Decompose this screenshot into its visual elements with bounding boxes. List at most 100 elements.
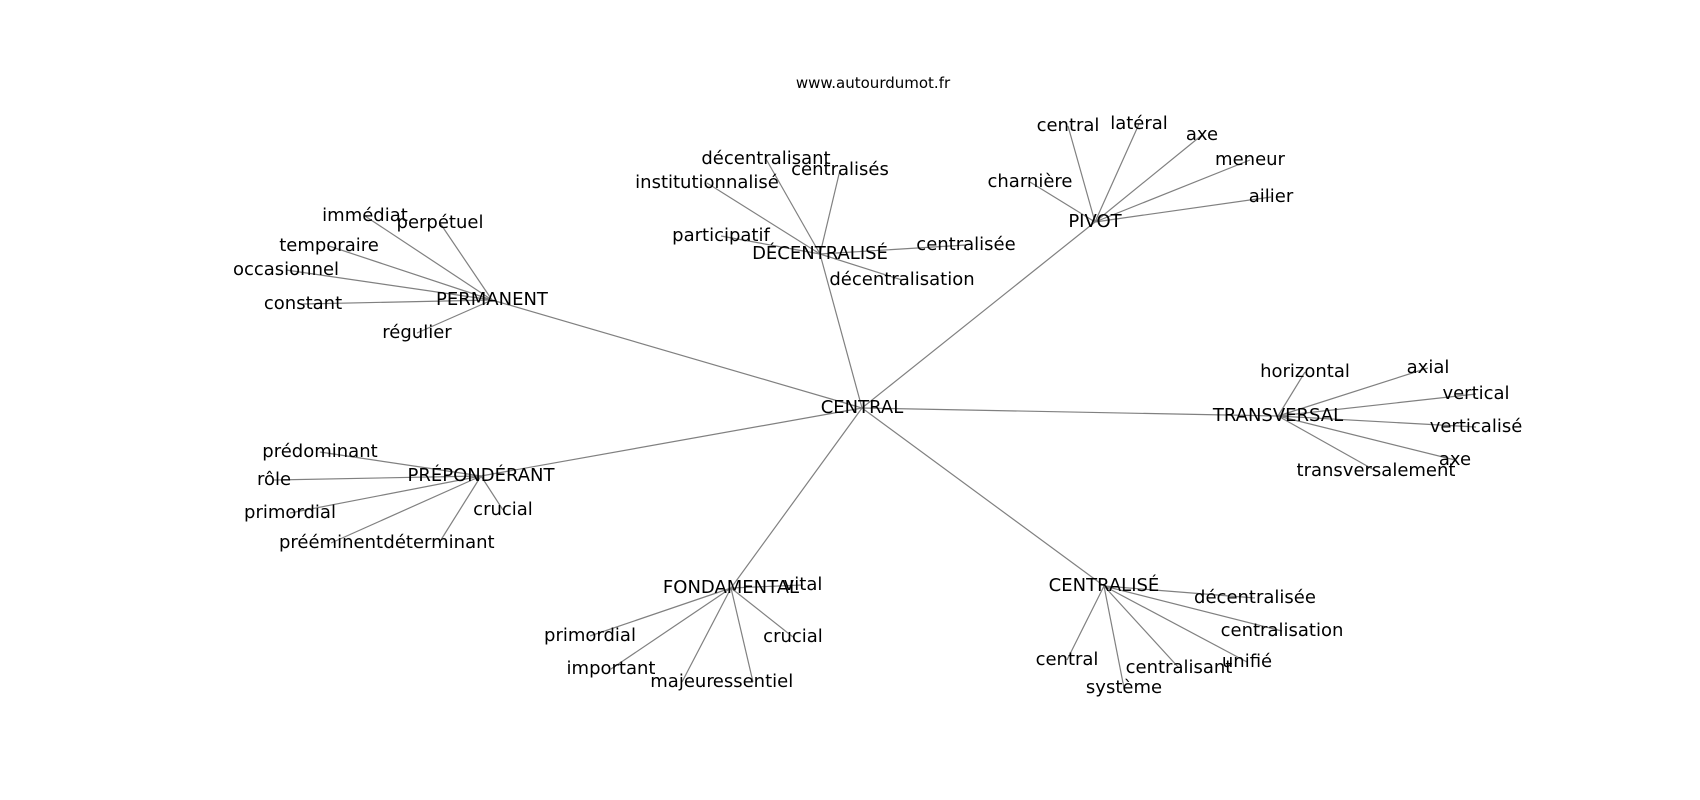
edge-transversal-leaf — [1277, 371, 1306, 417]
leaf-node[interactable]: décentralisant — [701, 148, 830, 169]
leaf-node[interactable]: axe — [1186, 124, 1218, 145]
leaf-node[interactable]: institutionnalisé — [635, 172, 779, 193]
leaf-node[interactable]: crucial — [763, 626, 823, 647]
edge-centralise-leaf — [1066, 585, 1105, 661]
edge-central-pivot — [861, 221, 1096, 409]
leaf-node[interactable]: horizontal — [1260, 361, 1350, 382]
edge-central-fondamental — [730, 407, 863, 589]
leaf-node[interactable]: centralisation — [1221, 620, 1344, 641]
edge-central-centralise — [861, 407, 1105, 587]
edge-transversal-leaf — [1277, 415, 1456, 461]
hub-node-pivot[interactable]: PIVOT — [1068, 211, 1122, 232]
edge-decentralise-leaf — [765, 158, 821, 255]
leaf-node[interactable]: meneur — [1215, 149, 1285, 170]
source-watermark: www.autourdumot.fr — [796, 74, 951, 92]
leaf-node[interactable]: perpétuel — [397, 212, 484, 233]
leaf-node[interactable]: charnière — [988, 171, 1073, 192]
hub-node-transversal[interactable]: TRANSVERSAL — [1212, 405, 1343, 426]
leaf-node[interactable]: essentiel — [713, 671, 793, 692]
edge-fondamental-leaf — [730, 587, 794, 638]
edge-centralise-leaf — [1103, 585, 1180, 669]
leaf-node[interactable]: majeur — [650, 671, 714, 692]
edge-transversal-leaf — [1277, 415, 1477, 428]
edge-transversal-leaf — [1277, 367, 1429, 417]
edge-preponderant-leaf — [480, 475, 504, 511]
edge-fondamental-leaf — [681, 587, 732, 683]
edge-preponderant-leaf — [438, 475, 482, 544]
hub-node-fondamental[interactable]: FONDAMENTAL — [663, 577, 799, 598]
edge-central-preponderant — [480, 407, 863, 477]
edge-pivot-leaf — [1029, 181, 1096, 223]
edge-preponderant-leaf — [319, 451, 482, 477]
hub-node-centralise[interactable]: CENTRALISÉ — [1049, 574, 1160, 596]
leaf-node[interactable]: unifié — [1222, 651, 1272, 672]
leaf-node[interactable]: vertical — [1442, 383, 1509, 404]
leaf-node[interactable]: central — [1036, 649, 1099, 670]
leaf-node[interactable]: primordial — [244, 502, 336, 523]
leaf-node[interactable]: crucial — [473, 499, 533, 520]
leaf-node[interactable]: décentralisation — [829, 269, 974, 290]
leaf-node[interactable]: décentralisée — [1194, 587, 1316, 608]
edge-centralise-leaf — [1103, 585, 1283, 632]
hub-node-preponderant[interactable]: PRÉPONDÉRANT — [407, 464, 555, 486]
edge-decentralise-leaf — [720, 235, 821, 255]
edge-permanent-leaf — [302, 299, 493, 305]
center-node-label[interactable]: CENTRAL — [821, 397, 904, 418]
leaf-node[interactable]: temporaire — [279, 235, 379, 256]
edge-preponderant-leaf — [273, 475, 482, 481]
leaf-node[interactable]: axial — [1407, 357, 1450, 378]
leaf-node[interactable]: centralisant — [1126, 657, 1233, 678]
leaf-node[interactable]: important — [567, 658, 656, 679]
leaf-node[interactable]: latéral — [1110, 113, 1168, 134]
edge-preponderant-leaf — [289, 475, 482, 514]
leaf-node[interactable]: déterminant — [383, 532, 494, 553]
edge-permanent-leaf — [328, 245, 493, 301]
leaf-node[interactable]: primordial — [544, 625, 636, 646]
leaf-node[interactable]: verticalisé — [1430, 416, 1523, 437]
edge-fondamental-leaf — [610, 587, 732, 670]
edge-fondamental-leaf — [730, 587, 754, 683]
edge-pivot-leaf — [1094, 123, 1140, 223]
edge-permanent-leaf — [439, 222, 493, 301]
leaf-node[interactable]: vital — [784, 574, 823, 595]
edge-pivot-leaf — [1094, 196, 1272, 223]
leaf-node[interactable]: axe — [1439, 449, 1471, 470]
leaf-node[interactable]: centralisés — [791, 159, 889, 180]
edge-permanent-leaf — [416, 299, 493, 334]
leaf-node[interactable]: occasionnel — [233, 259, 339, 280]
edge-fondamental-leaf — [589, 587, 732, 637]
graph-edges — [273, 123, 1477, 689]
leaf-node[interactable]: transversalement — [1297, 460, 1456, 481]
leaf-node[interactable]: régulier — [382, 322, 452, 343]
leaf-node[interactable]: constant — [264, 293, 342, 314]
leaf-node[interactable]: centralisée — [916, 234, 1015, 255]
leaf-node[interactable]: rôle — [257, 469, 291, 490]
hub-node-permanent[interactable]: PERMANENT — [436, 289, 549, 310]
edge-centralise-leaf — [1103, 585, 1256, 599]
edge-centralise-leaf — [1103, 585, 1248, 663]
edge-decentralise-leaf — [706, 182, 821, 255]
leaf-node[interactable]: système — [1086, 677, 1162, 698]
edge-pivot-leaf — [1094, 134, 1203, 223]
edge-pivot-leaf — [1094, 159, 1251, 223]
hub-node-decentralise[interactable]: DÉCENTRALISÉ — [752, 242, 888, 264]
edge-central-permanent — [491, 299, 863, 409]
leaf-node[interactable]: prédominant — [262, 441, 377, 462]
leaf-node[interactable]: ailier — [1249, 186, 1294, 207]
leaf-node[interactable]: prééminent — [279, 532, 383, 553]
edge-permanent-leaf — [285, 269, 493, 301]
edge-decentralise-leaf — [819, 253, 903, 281]
leaf-node[interactable]: participatif — [672, 225, 770, 246]
edge-transversal-leaf — [1277, 415, 1377, 472]
edge-pivot-leaf — [1067, 125, 1096, 223]
edge-central-decentralise — [819, 253, 863, 409]
edge-fondamental-leaf — [730, 584, 804, 589]
leaf-node[interactable]: immédiat — [322, 205, 408, 226]
edge-permanent-leaf — [364, 215, 493, 301]
edge-central-transversal — [861, 407, 1279, 417]
edge-centralise-leaf — [1103, 585, 1125, 689]
leaf-node[interactable]: central — [1037, 115, 1100, 136]
edge-transversal-leaf — [1277, 393, 1477, 417]
edge-decentralise-leaf — [819, 169, 841, 255]
